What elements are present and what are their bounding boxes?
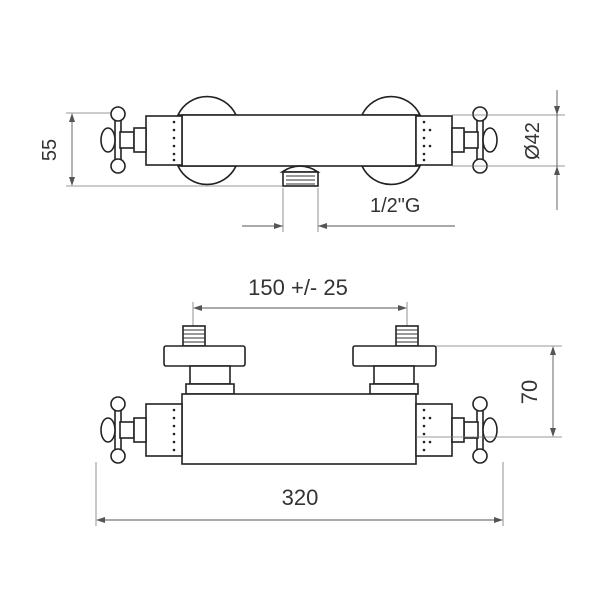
- top-right-dots: [422, 120, 432, 162]
- dim-front-length: 320: [282, 485, 319, 510]
- right-rosette: [360, 95, 422, 116]
- right-inlet-thread: [395, 325, 419, 347]
- right-inlet-rosette: [352, 345, 437, 367]
- top-left-dots: [172, 120, 176, 162]
- top-view: 55 Ø42 1/2"G: [39, 90, 565, 232]
- dim-top-thread: 1/2"G: [370, 195, 420, 217]
- dim-top-height: 55: [39, 139, 61, 161]
- dim-front-spacing: 150 +/- 25: [248, 275, 348, 300]
- top-right-handle: [451, 106, 498, 174]
- dim-top-diameter: Ø42: [522, 122, 544, 160]
- top-right-cylinder: [415, 115, 453, 166]
- outlet-nozzle: [279, 165, 321, 173]
- top-left-handle: [100, 106, 147, 174]
- top-body: [181, 114, 417, 167]
- front-left-handle: [100, 396, 147, 464]
- left-rosette-lower: [176, 165, 238, 186]
- top-left-cylinder: [145, 115, 183, 166]
- left-inlet-connector: [189, 365, 231, 385]
- right-rosette-lower: [360, 165, 422, 186]
- front-right-dots: [422, 408, 432, 452]
- right-inlet-connector: [373, 365, 415, 385]
- left-inlet-rosette: [163, 345, 246, 367]
- dim-front-height: 70: [517, 380, 542, 404]
- front-right-cylinder: [415, 403, 453, 457]
- front-left-dots: [172, 408, 176, 452]
- right-inlet-nut: [369, 383, 419, 395]
- left-inlet-nut: [185, 383, 235, 395]
- left-rosette: [176, 95, 238, 116]
- front-view: 150 +/- 25: [95, 275, 562, 526]
- front-right-handle: [451, 396, 498, 464]
- front-left-cylinder: [145, 403, 183, 457]
- front-body: [181, 393, 417, 465]
- left-inlet-thread: [182, 325, 206, 347]
